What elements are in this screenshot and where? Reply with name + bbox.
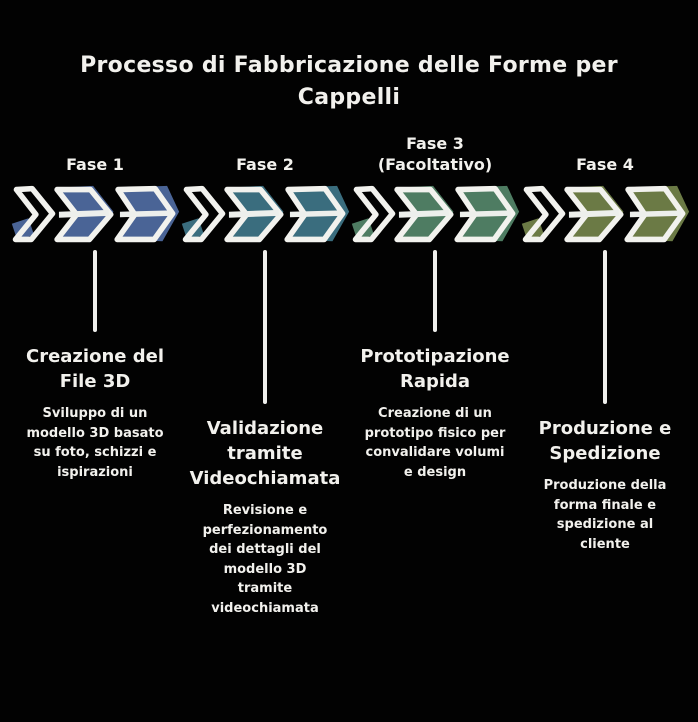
phase-3-label: Fase 3 (Facoltativo) <box>377 133 493 175</box>
connector-line <box>263 249 267 404</box>
medium-chevron-stripe <box>398 209 449 218</box>
diagram-canvas: Processo di Fabbricazione delle Forme pe… <box>0 50 698 722</box>
step-description: Revisione e perfezionamento dei dettagli… <box>202 503 328 616</box>
phase-1-label: Fase 1 <box>66 155 124 175</box>
diagram-title: Processo di Fabbricazione delle Forme pe… <box>80 53 618 110</box>
large-arrow-stripe <box>459 210 511 218</box>
step-title: Produzione e Spedizione <box>538 417 672 464</box>
small-chevron-icon <box>182 185 226 243</box>
large-arrow-stripe <box>629 210 681 218</box>
chevron-arrows-icon <box>11 185 180 243</box>
large-arrow-stripe <box>289 210 341 218</box>
phase-column-1: Fase 1 Creazione del File 3D Sviluppo di… <box>10 130 180 619</box>
phase-4-label: Fase 4 <box>576 155 634 175</box>
connector-line <box>93 249 97 332</box>
phase-2-label: Fase 2 <box>236 155 294 175</box>
small-chevron-icon <box>352 185 396 243</box>
small-chevron-icon <box>522 185 566 243</box>
medium-chevron-stripe <box>58 209 109 218</box>
phase-column-4: Fase 4 Produzione e Spedizione Produzion… <box>520 130 690 619</box>
chevron-arrows-icon <box>181 185 350 243</box>
phase-column-2: Fase 2 Validazione tramite Videochiamata… <box>180 130 350 619</box>
chevron-arrows-icon <box>351 185 520 243</box>
medium-chevron-stripe <box>568 209 619 218</box>
medium-chevron-stripe <box>228 209 279 218</box>
phase-column-3: Fase 3 (Facoltativo) Prototipazione Rapi… <box>350 130 520 619</box>
step-description: Creazione di un prototipo fisico per con… <box>364 406 506 480</box>
step-description: Produzione della forma finale e spedizio… <box>543 478 667 552</box>
step-title: Creazione del File 3D <box>25 345 164 392</box>
large-arrow-stripe <box>119 210 171 218</box>
chevron-arrows-icon <box>521 185 690 243</box>
small-chevron-icon <box>12 185 56 243</box>
step-description: Sviluppo di un modello 3D basato su foto… <box>26 406 164 480</box>
connector-line <box>433 249 437 332</box>
step-title: Prototipazione Rapida <box>360 345 510 392</box>
phase-columns: Fase 1 Creazione del File 3D Sviluppo di… <box>10 130 698 619</box>
step-title: Validazione tramite Videochiamata <box>189 417 341 490</box>
connector-line <box>603 249 607 404</box>
